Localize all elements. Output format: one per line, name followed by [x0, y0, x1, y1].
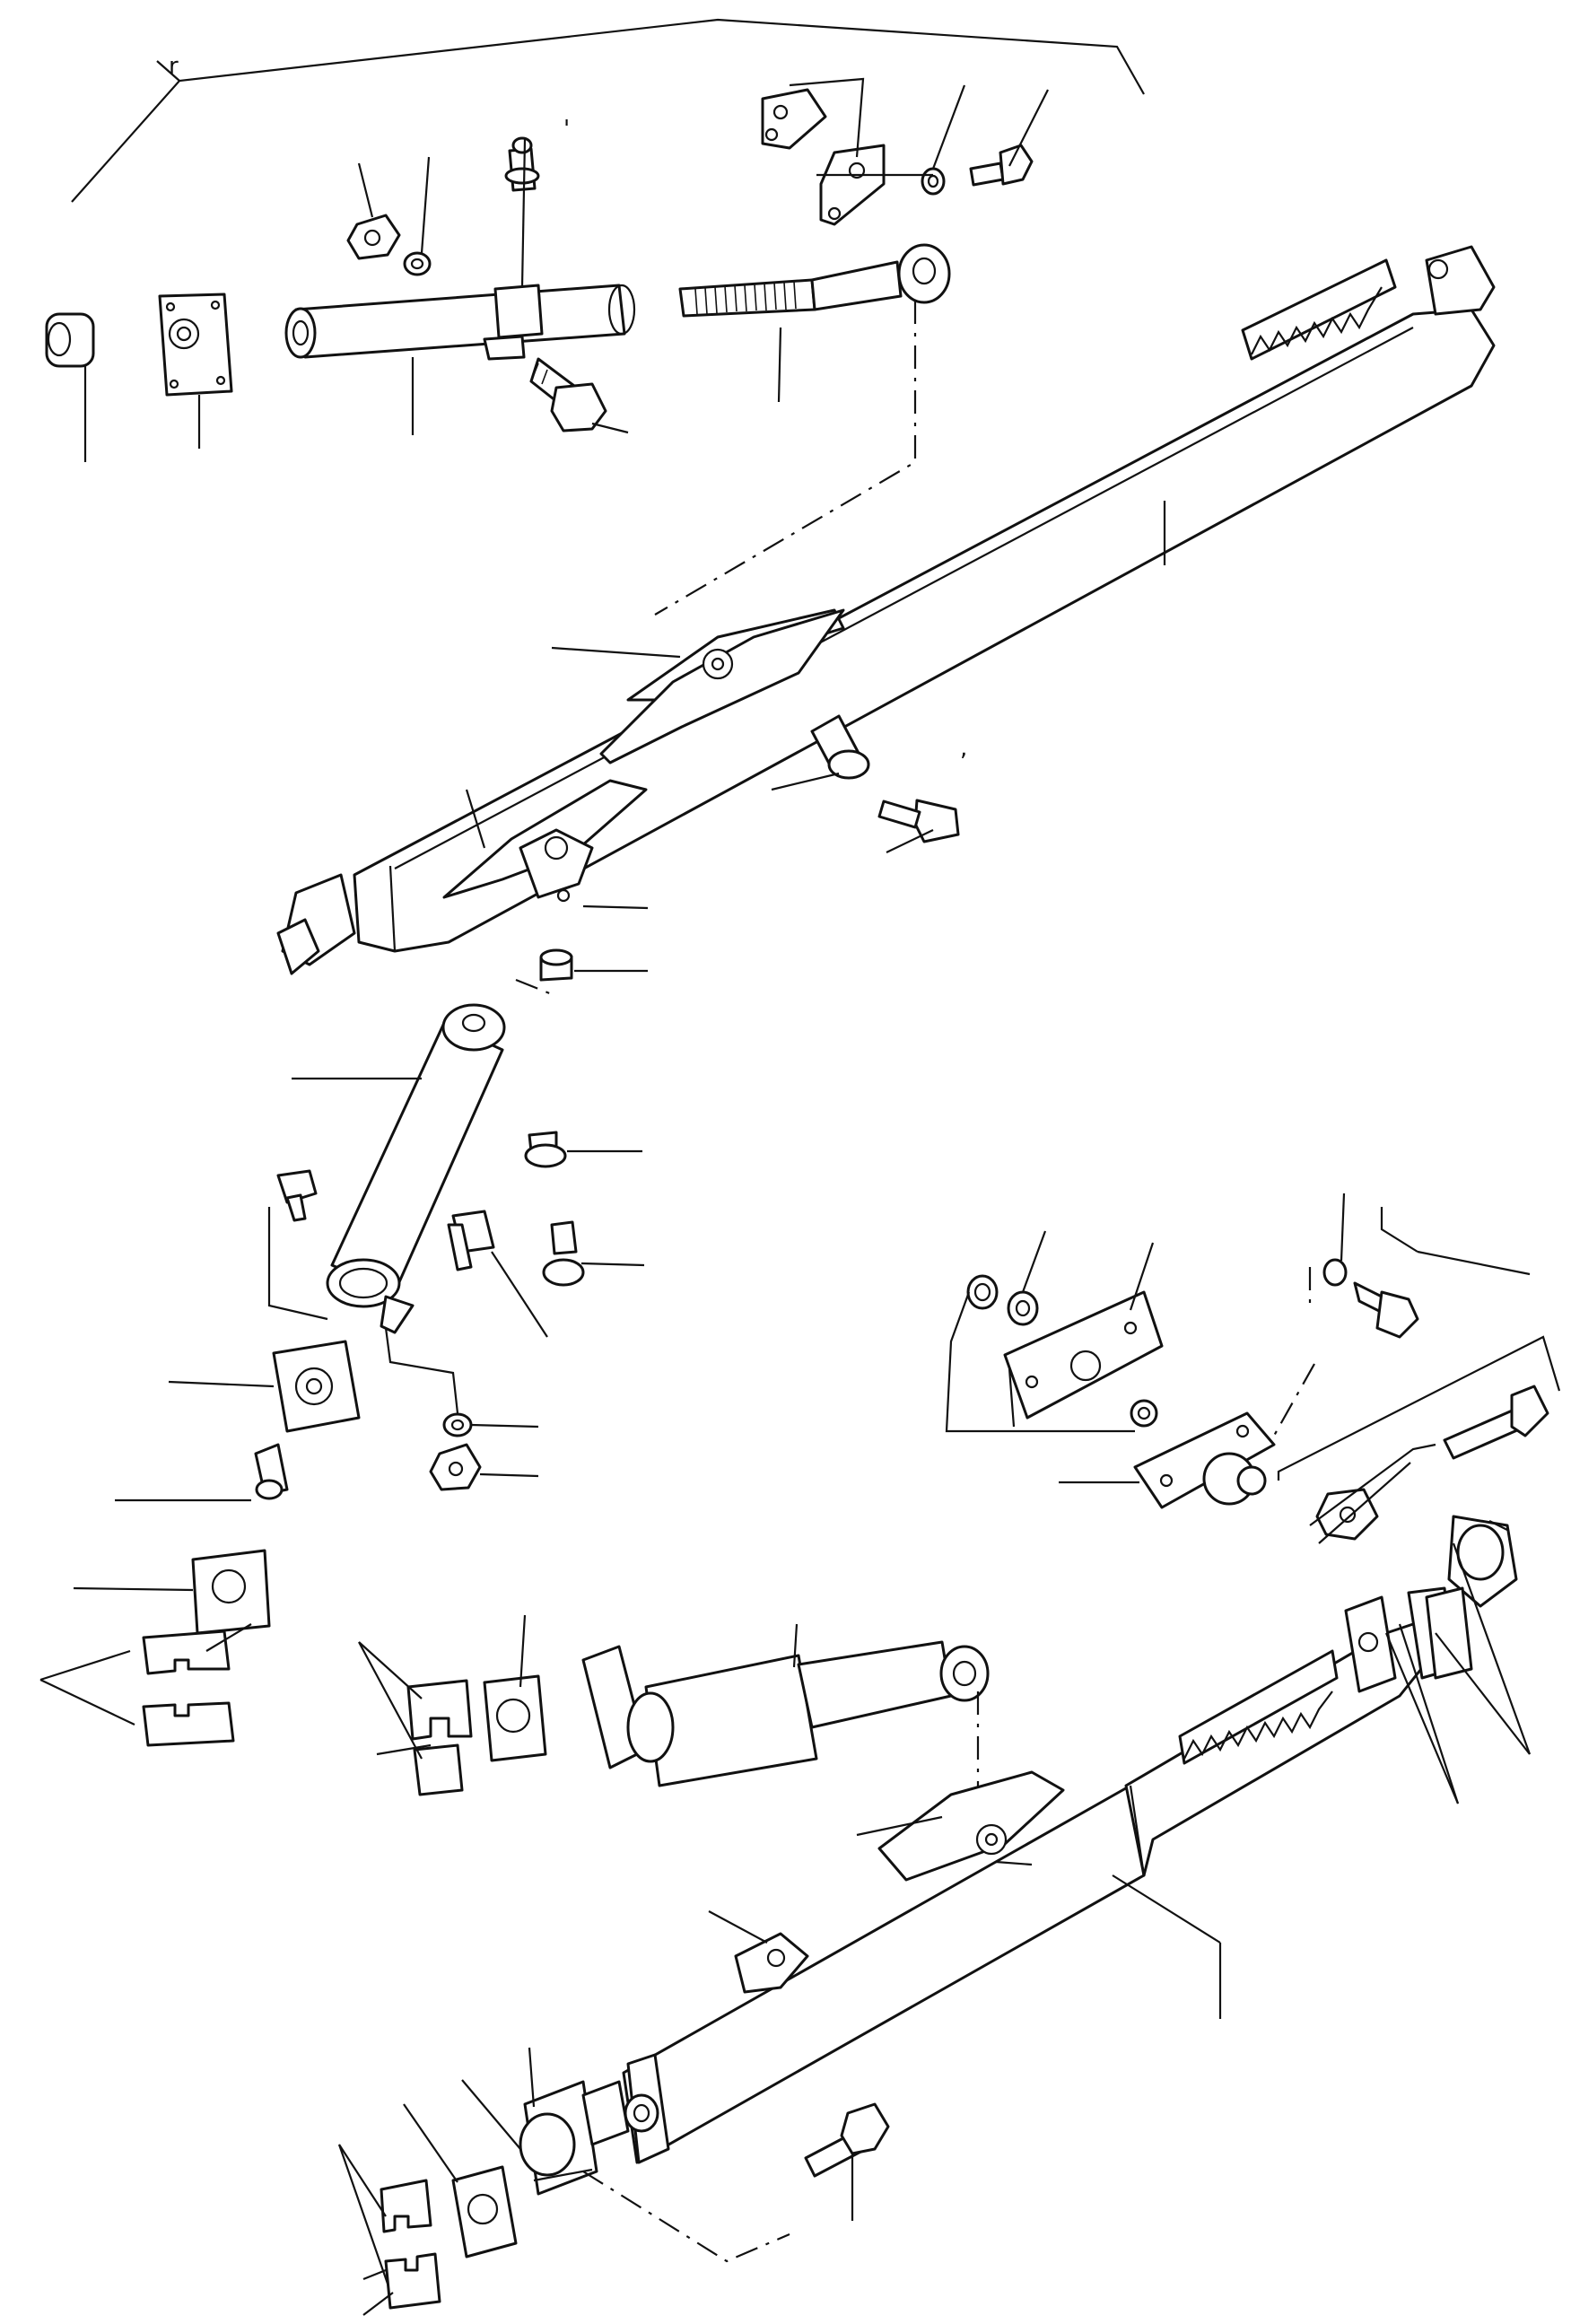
right-block: [1003, 1290, 1164, 1428]
upper-tick-mark: ': [563, 116, 570, 143]
right-clamp-cap: [1447, 1515, 1518, 1608]
middle-nipple: [254, 1443, 289, 1500]
lower-end-gasket: [451, 2165, 518, 2258]
lower-bolt: [804, 2102, 890, 2178]
right-flange-ball: [1133, 1411, 1276, 1509]
upper-end-cap: [45, 312, 95, 368]
upper-pin: [810, 714, 870, 780]
upper-washer: [403, 251, 432, 276]
upper-tube: [284, 284, 636, 361]
lower-left-shims: [406, 1679, 473, 1796]
lower-cylinder: [581, 1640, 990, 1787]
middle-cylinder: [326, 1003, 506, 1334]
lower-left-gasket: [483, 1674, 547, 1762]
cylinder-side-bolt: [447, 1210, 495, 1271]
middle-washer: [442, 1412, 473, 1437]
middle-flange: [272, 1340, 361, 1433]
cylinder-pin: [524, 1131, 567, 1168]
upper-boom: [276, 245, 1496, 975]
upper-flange-plate: [158, 293, 233, 397]
middle-gasket: [191, 1549, 271, 1635]
upper-clamp-bolt: [969, 144, 1034, 187]
upper-clamp-washer: [921, 167, 946, 196]
middle-shim-pair: [142, 1629, 235, 1747]
upper-clamp-halves: [761, 88, 886, 226]
upper-pin-bolt: ,: [877, 735, 967, 843]
cylinder-bolt-upper-left: [276, 1169, 318, 1222]
upper-grease-nipple: ': [504, 116, 570, 192]
boom-bushing: [539, 948, 573, 982]
upper-bolt: [529, 357, 607, 432]
right-washer-bolt: [1322, 1258, 1419, 1339]
middle-tick-mark: ,: [960, 735, 967, 762]
cylinder-small-bolt: [542, 1220, 585, 1287]
right-washers: [966, 1274, 1039, 1326]
middle-nut: [429, 1443, 482, 1491]
upper-nut: [346, 214, 401, 260]
right-long-bolt: [1443, 1385, 1549, 1460]
right-small-washer: [1130, 1399, 1158, 1428]
leader-lines: [39, 77, 1561, 2316]
upper-group-bracket: r: [71, 18, 1145, 203]
upper-threaded-rod-end: [678, 243, 951, 318]
lower-end-shims: [380, 2179, 441, 2310]
lower-end-flange: [519, 2080, 630, 2196]
right-nut: [1315, 1488, 1379, 1541]
lower-boom: [622, 1586, 1473, 2164]
upper-left-tick-mark: r: [169, 53, 179, 80]
